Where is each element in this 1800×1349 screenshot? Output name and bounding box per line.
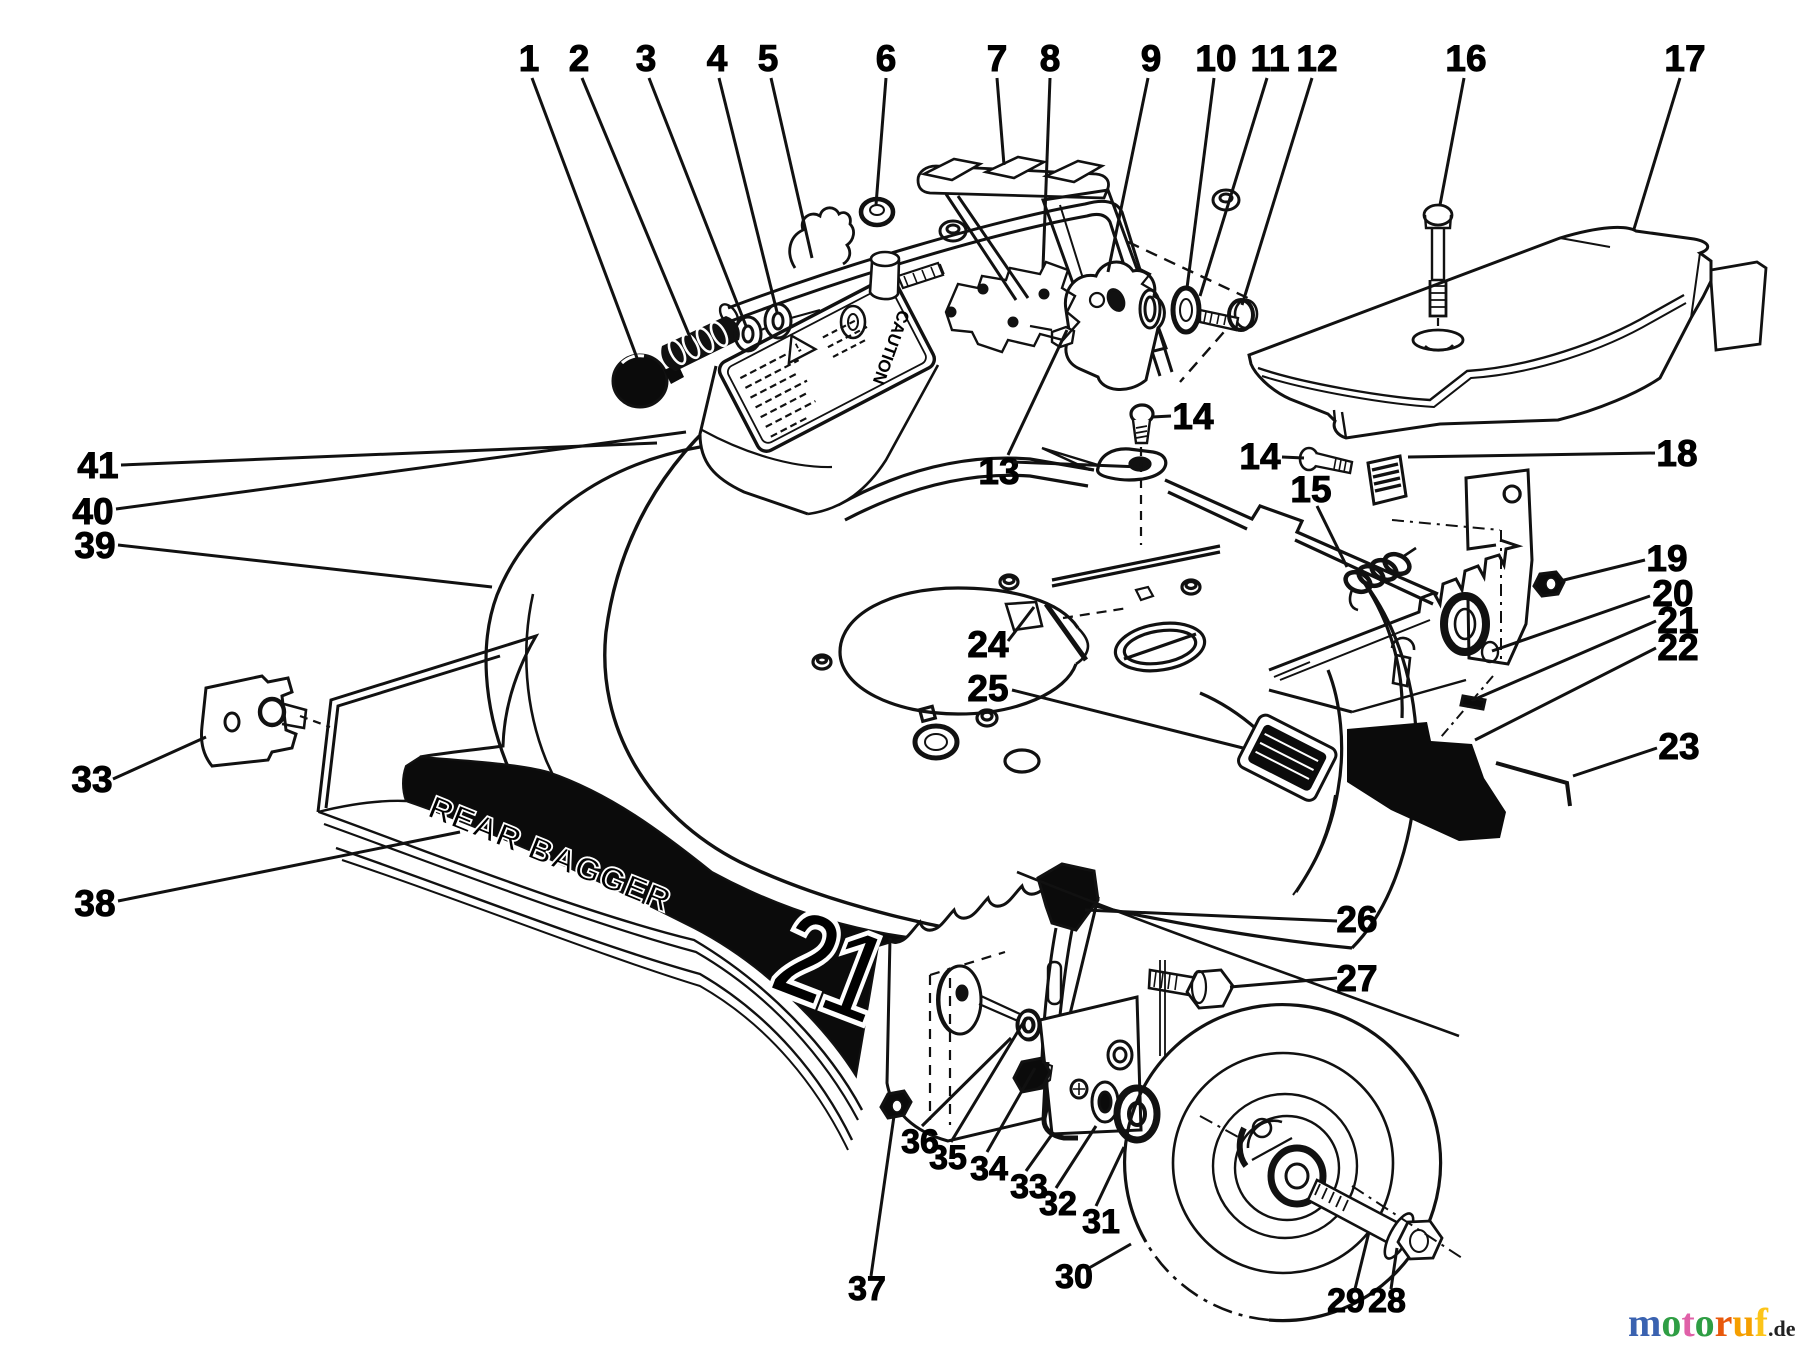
svg-text:37: 37 bbox=[848, 1270, 886, 1308]
svg-text:4: 4 bbox=[707, 38, 728, 79]
svg-text:35: 35 bbox=[929, 1139, 967, 1177]
svg-text:18: 18 bbox=[1656, 433, 1697, 474]
svg-text:33: 33 bbox=[1010, 1168, 1048, 1206]
svg-text:17: 17 bbox=[1664, 38, 1705, 79]
svg-text:25: 25 bbox=[967, 668, 1008, 709]
svg-text:27: 27 bbox=[1336, 958, 1377, 999]
svg-text:3: 3 bbox=[636, 38, 657, 79]
svg-text:11: 11 bbox=[1250, 38, 1289, 79]
svg-text:24: 24 bbox=[967, 624, 1009, 665]
svg-text:21: 21 bbox=[1657, 600, 1698, 641]
svg-text:39: 39 bbox=[74, 525, 115, 566]
svg-text:12: 12 bbox=[1296, 38, 1337, 79]
svg-text:23: 23 bbox=[1658, 726, 1699, 767]
svg-text:1: 1 bbox=[519, 38, 540, 79]
svg-text:19: 19 bbox=[1646, 538, 1687, 579]
svg-text:9: 9 bbox=[1141, 38, 1162, 79]
svg-text:40: 40 bbox=[72, 491, 113, 532]
svg-text:33: 33 bbox=[71, 759, 112, 800]
svg-text:14: 14 bbox=[1239, 436, 1281, 477]
svg-text:36: 36 bbox=[901, 1123, 939, 1161]
svg-text:31: 31 bbox=[1082, 1203, 1120, 1241]
svg-text:20: 20 bbox=[1652, 573, 1693, 614]
svg-text:41: 41 bbox=[77, 445, 118, 486]
svg-text:38: 38 bbox=[74, 883, 115, 924]
svg-text:32: 32 bbox=[1039, 1185, 1077, 1223]
svg-text:26: 26 bbox=[1336, 899, 1377, 940]
svg-text:5: 5 bbox=[758, 38, 779, 79]
svg-text:13: 13 bbox=[978, 451, 1019, 492]
svg-text:22: 22 bbox=[1657, 627, 1698, 668]
svg-text:29: 29 bbox=[1327, 1282, 1365, 1320]
svg-text:6: 6 bbox=[876, 38, 897, 79]
svg-text:16: 16 bbox=[1445, 38, 1486, 79]
svg-text:34: 34 bbox=[970, 1150, 1008, 1188]
svg-text:8: 8 bbox=[1040, 38, 1061, 79]
svg-text:10: 10 bbox=[1195, 38, 1236, 79]
svg-text:30: 30 bbox=[1055, 1258, 1093, 1296]
svg-text:2: 2 bbox=[569, 38, 590, 79]
svg-text:7: 7 bbox=[987, 38, 1008, 79]
svg-text:15: 15 bbox=[1290, 469, 1331, 510]
svg-text:28: 28 bbox=[1368, 1282, 1406, 1320]
svg-text:14: 14 bbox=[1172, 396, 1214, 437]
svg-text:motoruf.de: motoruf.de bbox=[1628, 1300, 1796, 1345]
